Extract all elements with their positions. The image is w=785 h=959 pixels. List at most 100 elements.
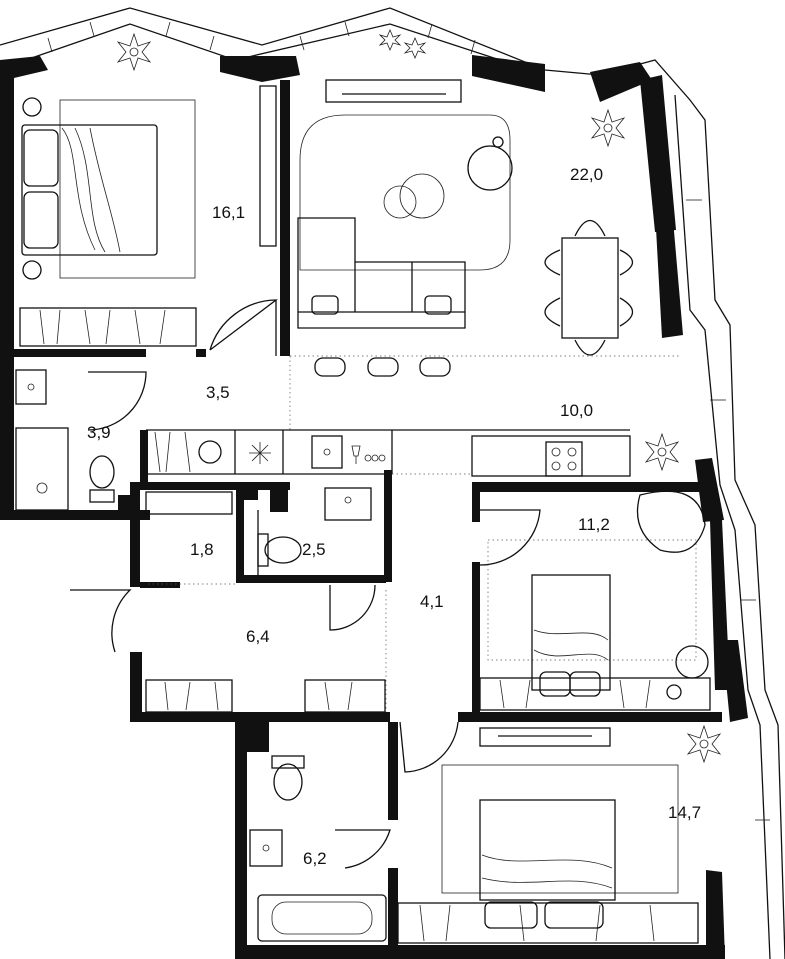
door-bath-west [87,371,147,431]
chair-e2 [619,297,634,327]
wall-bedroom-west-east [280,80,290,356]
pillow-east-2 [569,671,601,697]
bar-stool-1 [314,357,346,377]
pillow-south-2 [544,901,604,929]
furniture-bedroom-west [21,97,196,280]
area-label-hall: 4,1 [420,592,444,611]
wall-east-3 [695,458,724,522]
plant-icon [686,724,722,764]
chair-e1 [619,249,634,276]
wall-east-2 [655,208,683,338]
chair-w1 [544,249,561,276]
wall-north-pier [220,56,300,82]
wall-core-north [130,482,290,490]
bar-stool-2 [367,357,399,377]
armchair-east [636,490,706,553]
rug-living [299,114,511,271]
wall-bedroom-east-west [472,562,480,720]
area-label-bedroom-south: 14,7 [668,803,701,822]
coffee-table-2 [399,173,445,219]
area-label-wc: 2,5 [302,540,326,559]
wall-east-6 [706,870,725,959]
wall-entrance-south [130,712,390,722]
sink-bath-south [249,829,283,867]
wall-east-5 [722,640,748,722]
wall-bath-west-east [140,430,148,485]
area-label-entrance: 6,4 [246,627,270,646]
bed-bedroom-west [21,124,158,256]
rug-bedroom-west [59,99,196,279]
bar-stool-3 [419,357,451,377]
wardrobe-bedroom-east [479,677,711,711]
pillow-2 [23,191,59,249]
furniture-living [297,79,634,377]
nightstand-lamp-1 [22,97,42,117]
washing-machine [198,440,222,464]
chair-s [574,339,606,356]
wall-wc-east [384,470,392,582]
wardrobes [19,307,711,944]
area-label-bath-west: 3,9 [87,423,111,442]
plant-icon [590,108,626,148]
toilet-west [89,455,115,489]
dining-table [561,237,619,339]
armchair [467,145,513,191]
door-bedroom-south [399,721,459,773]
area-label-bedroom-east: 11,2 [578,515,610,534]
door-bath-south [335,829,391,869]
wall-east-1 [640,75,676,232]
wall-ne-pier [590,62,652,102]
wall-west [0,60,14,515]
furniture-bedroom-south [441,727,679,929]
pillow-east-1 [539,671,571,697]
bathtub [257,894,387,942]
tv-unit [325,79,462,103]
pillow-1 [23,129,59,187]
door-bedroom-west [209,299,278,351]
area-label-living: 22,0 [570,165,603,184]
sofa-cushion [311,295,339,315]
plant-icon [378,28,402,52]
doors [70,299,541,869]
wall-bath-south-west [235,722,247,959]
furniture-bedroom-east [487,490,709,700]
shower-tray [15,427,69,511]
wardrobe-entrance-1 [145,679,233,713]
side-chair-east [675,645,709,679]
pillow-south-1 [484,901,538,929]
toilet-tank-south [271,755,305,769]
wall-nw-corner [0,56,48,78]
wardrobe-bedroom-west [19,307,197,347]
chair-w2 [544,297,561,327]
rug-bedroom-east [487,539,697,661]
plant-icon [403,36,427,60]
nightstand-lamp-2 [22,260,42,280]
coffee-table-1 [383,185,417,219]
wall-storage-west [130,482,140,587]
wall-wc-south [236,575,386,583]
toilet-south [273,763,303,801]
wall-bath-south-east [388,722,398,820]
toilet-wc [264,536,302,564]
plant-icon [644,432,680,472]
wall-south [235,945,725,959]
wall-storage-east [236,482,244,582]
door-wc [329,584,376,631]
shelf-storage [145,491,233,515]
wall-entrance-west [130,652,142,720]
furniture-kitchen [154,431,583,477]
sofa-cushion-2 [424,295,452,315]
dresser-south [479,727,611,747]
wardrobe-entrance-2 [304,679,386,713]
bed-bedroom-south [479,799,616,901]
dishwasher-icon [351,445,386,464]
plant-icon [116,32,152,72]
wardrobe-bedroom-south [397,902,699,944]
sanitary-fixtures [15,369,387,942]
chair-n [574,219,606,237]
area-label-corridor-north: 3,5 [206,383,230,402]
lamp-east [666,684,682,700]
area-label-kitchen: 10,0 [560,401,593,420]
sink-bath-west [15,369,47,405]
